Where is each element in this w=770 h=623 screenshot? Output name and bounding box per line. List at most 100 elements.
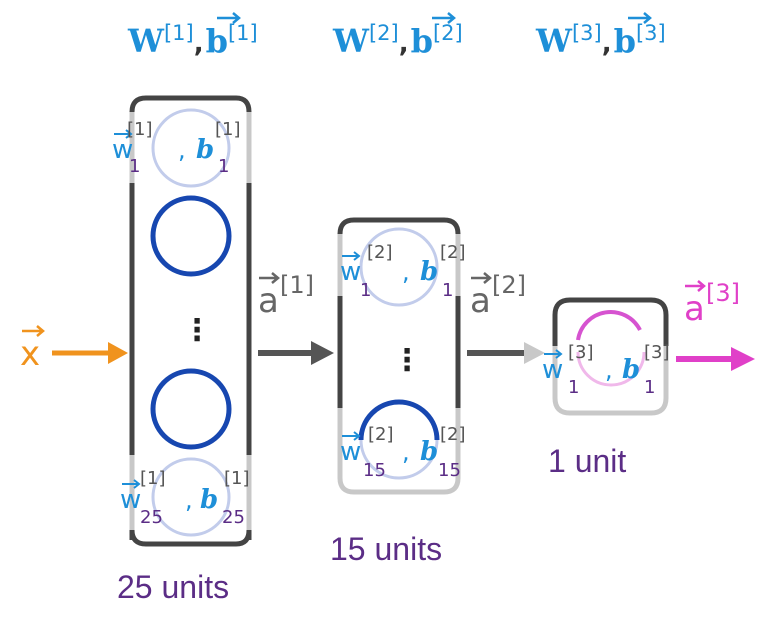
layer3-box: w [3] 1 , b [3] 1 <box>542 297 670 416</box>
svg-text:[1]: [1] <box>127 119 153 140</box>
layer2-W-symbol: W <box>332 22 370 60</box>
layer3-W-symbol: W <box>535 22 573 60</box>
layer1-W-symbol: W <box>127 22 165 60</box>
layer3-W-superscript: [3] <box>572 21 602 45</box>
svg-text:w: w <box>340 257 361 287</box>
svg-text:b: b <box>622 355 640 385</box>
svg-text:[2]: [2] <box>440 424 466 445</box>
svg-text:[1]: [1] <box>140 468 166 489</box>
svg-text:,: , <box>402 438 410 466</box>
layer1-units-label: 25 units <box>117 569 229 605</box>
vector-arrow-icon <box>471 272 492 284</box>
svg-text:25: 25 <box>140 507 163 528</box>
svg-text:w: w <box>340 437 361 467</box>
svg-text:15: 15 <box>363 460 386 481</box>
layer3-b-superscript: [3] <box>636 21 666 45</box>
layer2-W-superscript: [2] <box>369 21 399 45</box>
svg-text:,: , <box>178 136 186 164</box>
layer2-b-superscript: [2] <box>433 21 463 45</box>
layer2-neuron-top <box>359 227 439 307</box>
layer3-neuron1-params: w [3] 1 , b [3] 1 <box>542 342 670 398</box>
vector-arrow-icon <box>342 251 361 261</box>
activation-a3-label: a [3] <box>684 279 740 329</box>
svg-text:1: 1 <box>568 377 579 398</box>
input-x-label: x <box>20 325 45 374</box>
vector-arrow-icon <box>685 280 706 292</box>
svg-text:w: w <box>120 485 141 515</box>
svg-text:[2]: [2] <box>440 242 466 263</box>
svg-text:b: b <box>200 485 218 515</box>
svg-text:[1]: [1] <box>280 271 314 299</box>
svg-text:[2]: [2] <box>492 271 526 299</box>
svg-text:,: , <box>185 486 193 514</box>
layer2-params-heading: W[2],b[2] <box>332 12 463 60</box>
layer1-neuron-24 <box>150 368 232 450</box>
svg-text:b: b <box>420 257 438 287</box>
vector-arrow-icon <box>259 272 280 284</box>
activation-a1-label: a [1] <box>258 271 314 321</box>
layer1-W-superscript: [1] <box>164 21 194 45</box>
svg-text:1: 1 <box>218 156 229 177</box>
layer3-units-label: 1 unit <box>548 443 626 479</box>
svg-text:1: 1 <box>360 280 371 301</box>
layer1-ellipsis: ⋮ <box>182 313 212 348</box>
vector-arrow-icon <box>22 325 45 337</box>
svg-text:a: a <box>470 281 491 321</box>
vector-arrow-icon <box>122 479 141 489</box>
activation-a2-label: a [2] <box>470 271 526 321</box>
svg-text:b: b <box>420 437 438 467</box>
svg-text:1: 1 <box>129 156 140 177</box>
svg-text:a: a <box>684 289 705 329</box>
svg-text:w: w <box>112 135 133 165</box>
layer1-neuron1-params: w [1] 1 , b [1] 1 <box>112 119 241 177</box>
input-arrow <box>52 342 128 364</box>
vector-arrow-icon <box>628 12 652 24</box>
layer3-params-heading: W[3],b[3] <box>535 12 666 60</box>
svg-text:a: a <box>258 281 279 321</box>
layer2-units-label: 15 units <box>330 531 442 567</box>
vector-arrow-icon <box>217 12 241 24</box>
vector-arrow-icon <box>432 12 456 24</box>
svg-text:w: w <box>542 355 563 385</box>
svg-text:[3]: [3] <box>706 279 740 307</box>
layer2-ellipsis: ⋮ <box>392 343 422 378</box>
svg-text:W[2],b[2]: W[2],b[2] <box>332 21 463 60</box>
svg-text:[1]: [1] <box>224 468 250 489</box>
vector-arrow-icon <box>114 129 133 139</box>
svg-text:[2]: [2] <box>367 242 393 263</box>
layer3-b-symbol: b <box>614 22 636 60</box>
svg-text:b: b <box>196 135 214 165</box>
layer2-neuron-bottom <box>358 399 440 441</box>
svg-text:W[1],b[1]: W[1],b[1] <box>127 21 258 60</box>
layer1-params-heading: W[1],b[1] <box>127 12 258 60</box>
svg-text:1: 1 <box>442 280 453 301</box>
svg-text:,: , <box>605 356 613 384</box>
arrow-layer2-to-layer3 <box>467 342 545 364</box>
svg-text:25: 25 <box>222 507 245 528</box>
svg-text:[3]: [3] <box>568 342 594 363</box>
svg-text:[2]: [2] <box>368 424 394 445</box>
vector-arrow-icon <box>544 349 563 359</box>
svg-text:1: 1 <box>644 377 655 398</box>
layer1-neuron-bottom <box>151 457 231 537</box>
layer2-b-symbol: b <box>411 22 433 60</box>
layer1-b-superscript: [1] <box>228 21 258 45</box>
arrow-layer1-to-layer2 <box>258 341 334 365</box>
svg-text:[3]: [3] <box>644 342 670 363</box>
layer1-neuron25-params: w [1] 25 , b [1] 25 <box>120 468 250 528</box>
layer2-box: ⋮ w [2] 1 , b [2] 1 w [2] 15 , b [2] 15 <box>337 217 466 495</box>
layer2-neuron15-params: w [2] 15 , b [2] 15 <box>340 424 466 481</box>
vector-arrow-icon <box>342 431 361 441</box>
svg-text:,: , <box>402 258 410 286</box>
svg-text:[1]: [1] <box>215 119 241 140</box>
layer1-neuron-2 <box>150 195 232 277</box>
layer3-neuron <box>576 310 642 341</box>
svg-text:W[3],b[3]: W[3],b[3] <box>535 21 666 60</box>
layer1-neuron-top <box>151 108 231 188</box>
layer2-neuron1-params: w [2] 1 , b [2] 1 <box>340 242 466 301</box>
svg-text:15: 15 <box>438 460 461 481</box>
layer1-b-symbol: b <box>206 22 228 60</box>
output-arrow <box>676 347 755 371</box>
svg-text:x: x <box>20 334 40 374</box>
